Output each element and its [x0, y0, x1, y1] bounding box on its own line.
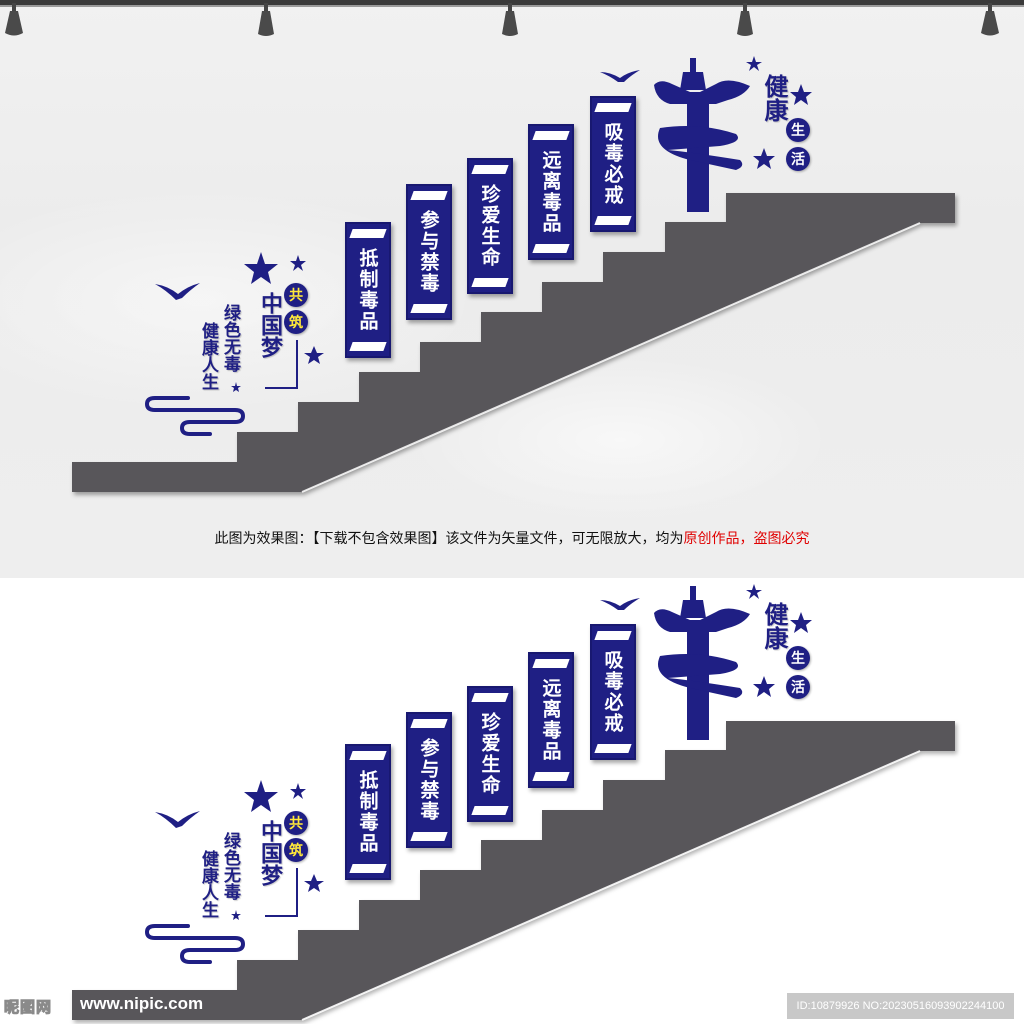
- badge-zhu: 筑: [284, 310, 308, 334]
- star-icon: [753, 148, 775, 169]
- staircase-graphic: [72, 56, 955, 493]
- plaque-yuanli-dupin: 远离毒品: [528, 124, 574, 260]
- bird-icon: [155, 811, 200, 828]
- staircase-graphic-flat: [72, 584, 955, 1021]
- huabiao-tower-icon: [600, 586, 750, 740]
- star-icon: [244, 780, 278, 812]
- badge-sheng: 生: [786, 646, 810, 670]
- star-icon: [753, 676, 775, 697]
- caption-warning: 原创作品，盗图必究: [683, 531, 810, 547]
- badge-huo: 活: [786, 147, 810, 171]
- plaque-yuanli-dupin: 远离毒品: [528, 652, 574, 788]
- star-icon: [244, 252, 278, 284]
- preview-caption: 此图为效果图：【下载不包含效果图】该文件为矢量文件，可无限放大，均为原创作品，盗…: [0, 528, 1024, 548]
- star-icon: [790, 612, 812, 633]
- slogan-jiankang: 健康: [760, 74, 788, 122]
- plaque-xidu-bijie: 吸毒必戒: [590, 624, 636, 760]
- spotlight-icon: [258, 3, 274, 36]
- star-icon: [746, 584, 762, 599]
- plaque-dizhi-dupin: 抵制毒品: [345, 744, 391, 880]
- spotlight-icon: [502, 3, 518, 36]
- star-icon: [231, 382, 241, 392]
- badge-gong: 共: [284, 811, 308, 835]
- slogan-zhongguomeng: 中国梦: [257, 820, 282, 886]
- star-icon: [790, 84, 812, 105]
- star-icon: [231, 910, 241, 920]
- slogan-jiankang-rensheng: 健康人生: [198, 322, 218, 390]
- star-icon: [290, 255, 306, 271]
- slogan-jiankang: 健康: [760, 602, 788, 650]
- badge-sheng: 生: [786, 118, 810, 142]
- plaque-canyu-jindu: 参与禁毒: [406, 184, 452, 320]
- star-icon: [304, 874, 324, 892]
- star-icon: [746, 56, 762, 71]
- nipic-logo: 昵图网: [3, 998, 53, 1017]
- preview-mockup-wall: 抵制毒品 参与禁毒 珍爱生命 远离毒品 吸毒必戒 共 筑 中国梦 绿色无毒 健康…: [0, 0, 1024, 578]
- plaque-xidu-bijie: 吸毒必戒: [590, 96, 636, 232]
- star-icon: [304, 346, 324, 364]
- star-icon: [290, 783, 306, 799]
- badge-gong: 共: [284, 283, 308, 307]
- cloud-swirl-icon: [144, 924, 246, 964]
- slogan-zhongguomeng: 中国梦: [257, 292, 282, 358]
- badge-zhu: 筑: [284, 838, 308, 862]
- slogan-lvse-wudu: 绿色无毒: [220, 832, 240, 900]
- spotlight-icon: [981, 3, 999, 36]
- plaque-dizhi-dupin: 抵制毒品: [345, 222, 391, 358]
- caption-text: 此图为效果图：【下载不包含效果图】该文件为矢量文件，可无限放大，均为: [214, 531, 684, 547]
- lighting-track: [0, 0, 1024, 5]
- plaque-zhenai-shengming: 珍爱生命: [467, 158, 513, 294]
- slogan-lvse-wudu: 绿色无毒: [220, 304, 240, 372]
- huabiao-tower-icon: [600, 58, 750, 212]
- plaque-zhenai-shengming: 珍爱生命: [467, 686, 513, 822]
- cloud-swirl-icon: [144, 396, 246, 436]
- bird-icon: [155, 283, 200, 300]
- flat-artwork: 抵制毒品 参与禁毒 珍爱生命 远离毒品 吸毒必戒 共 筑 中国梦 绿色无毒 健康…: [0, 578, 1024, 1024]
- plaque-canyu-jindu: 参与禁毒: [406, 712, 452, 848]
- nipic-url: www.nipic.com: [80, 994, 204, 1013]
- slogan-jiankang-rensheng: 健康人生: [198, 850, 218, 918]
- spotlight-icon: [5, 3, 23, 36]
- image-id-badge: ID:10879926 NO:20230516093902244100: [787, 993, 1014, 1019]
- badge-huo: 活: [786, 675, 810, 699]
- spotlight-icon: [737, 3, 753, 36]
